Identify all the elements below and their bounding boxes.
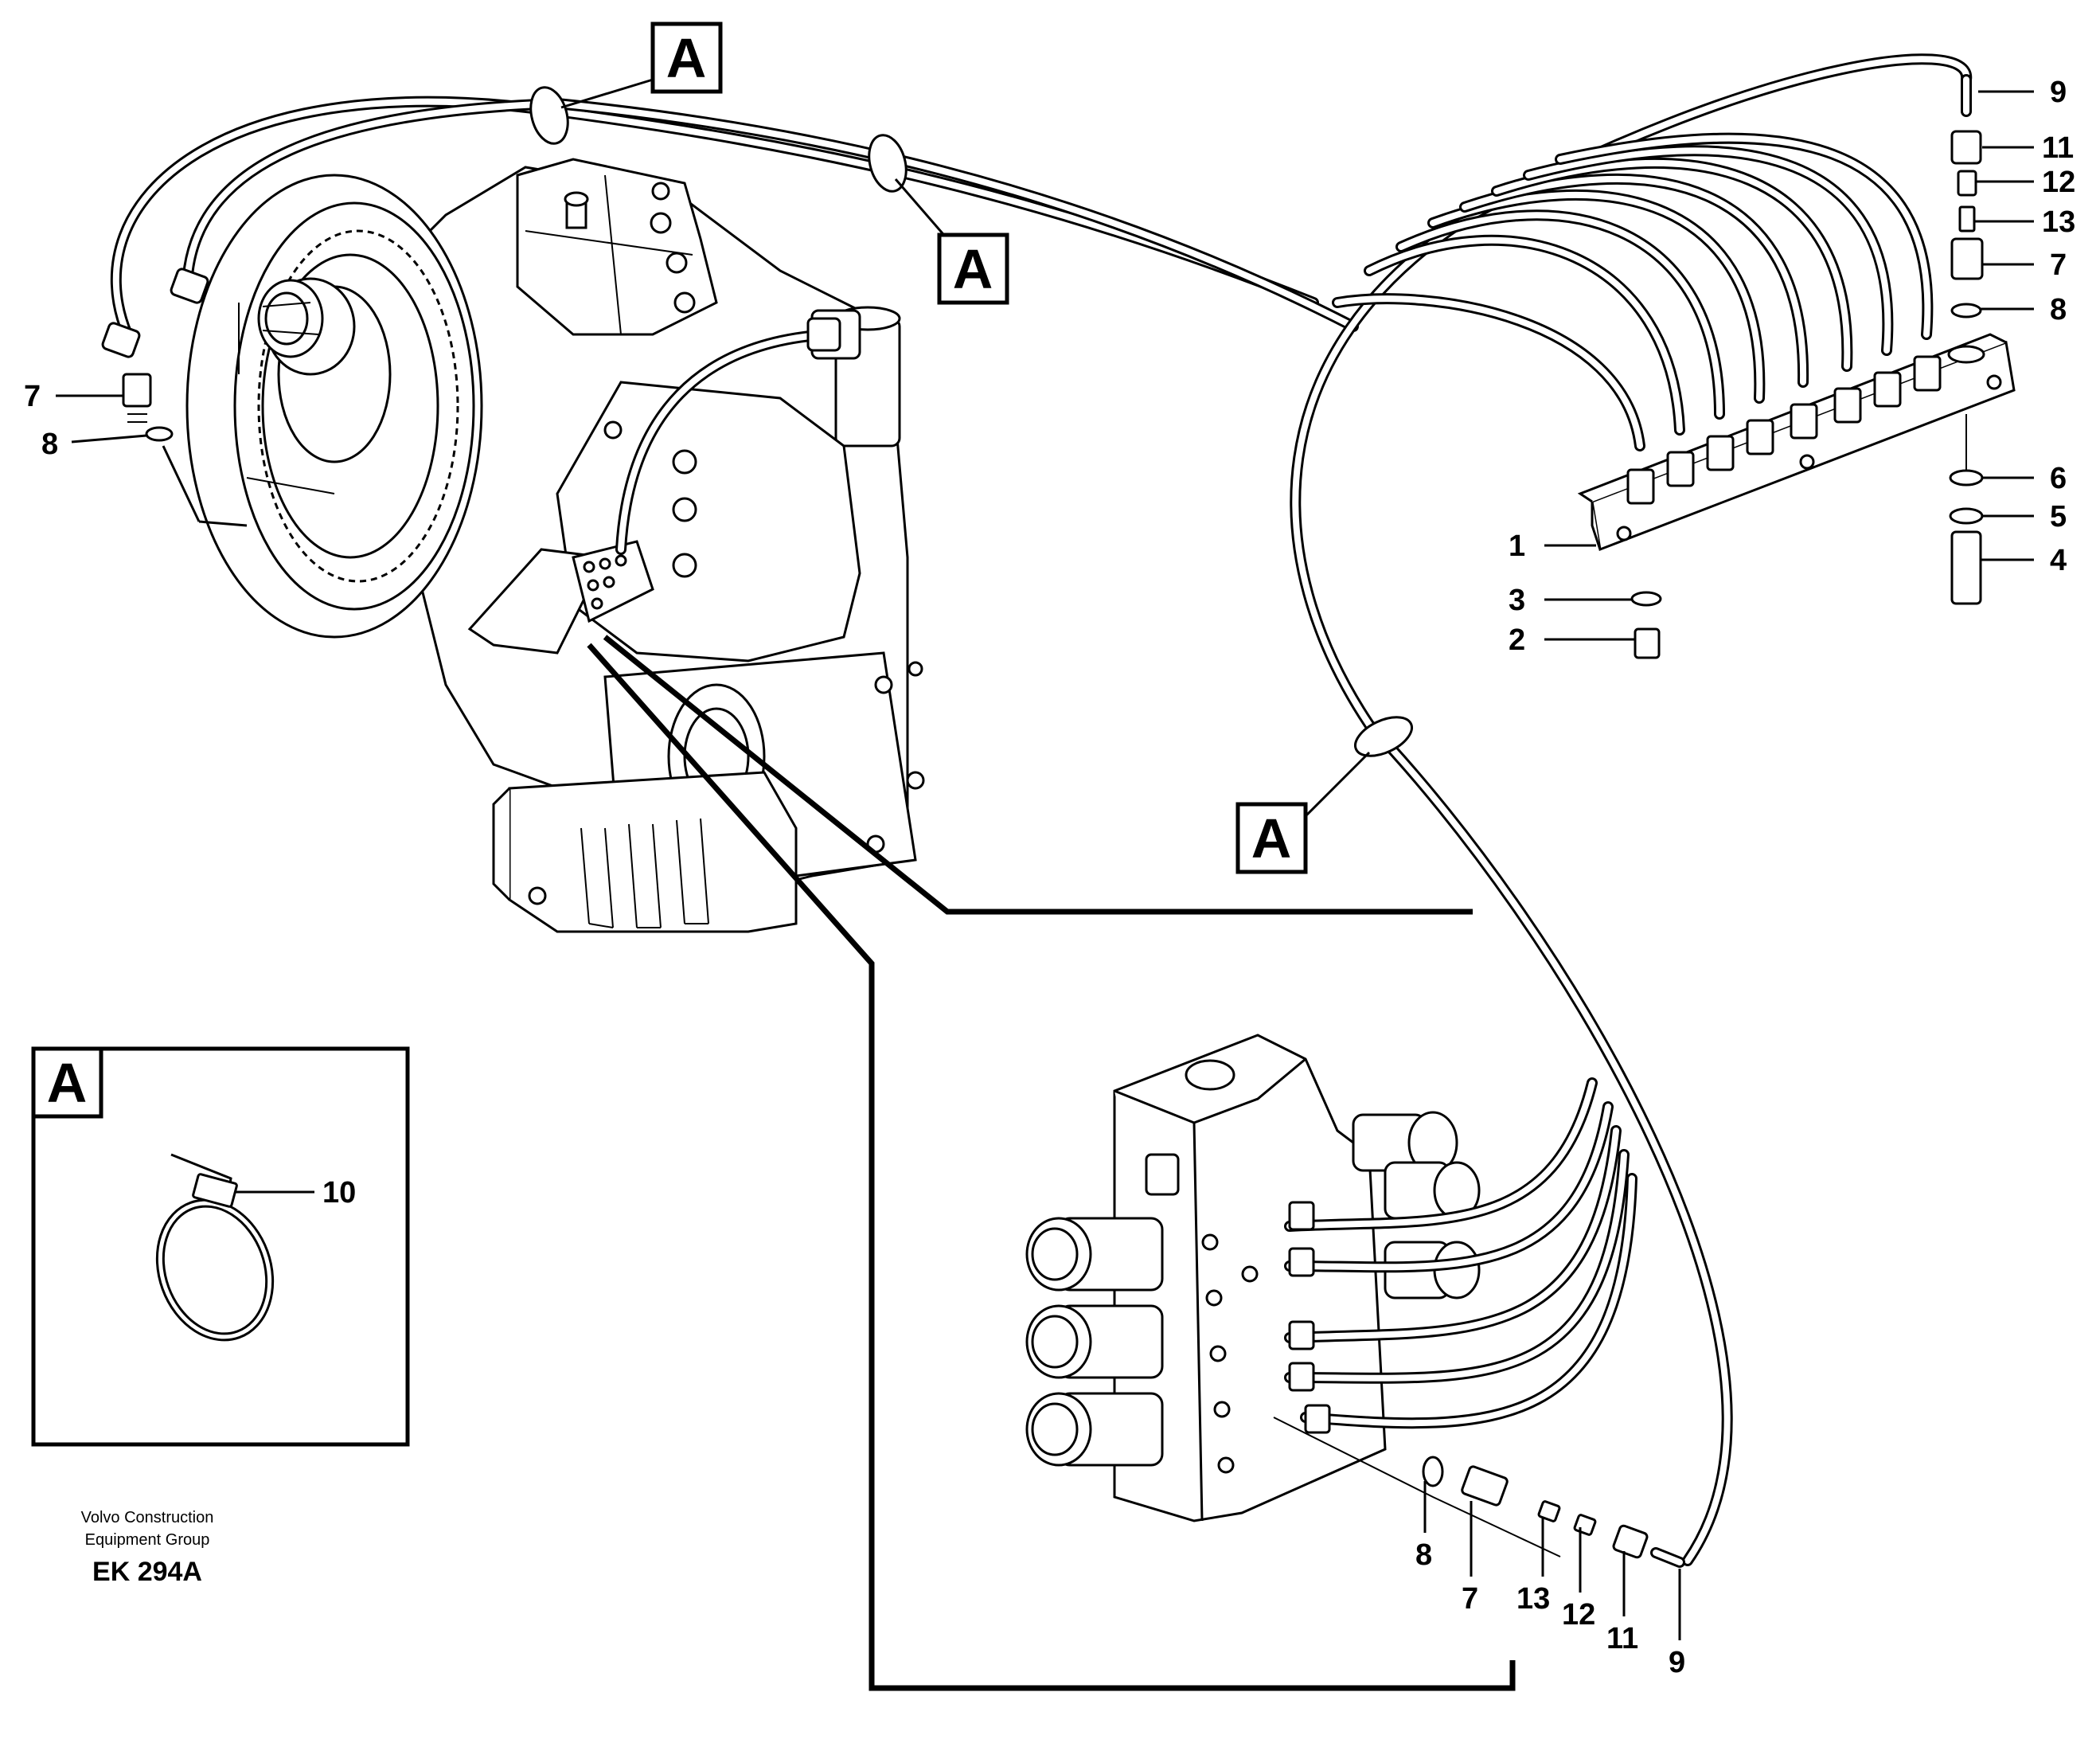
label-9-top: 9: [2050, 76, 2067, 109]
distribution-manifold: [1332, 74, 2016, 659]
control-valve-detail: [1025, 1034, 1685, 1568]
label-8-top: 8: [2050, 293, 2067, 326]
label-4: 4: [2050, 544, 2067, 577]
label-7-top: 7: [2050, 248, 2067, 282]
label-1: 1: [1509, 530, 1525, 563]
transmission-housing: [185, 158, 925, 933]
callout-leaders: [560, 78, 1371, 822]
label-3: 3: [1509, 584, 1525, 617]
callout-label: A: [666, 27, 707, 89]
label-7-left: 7: [24, 380, 41, 413]
drawing-code: EK 294A: [92, 1557, 202, 1587]
detail-outline: [587, 635, 1516, 1691]
label-6: 6: [2050, 462, 2067, 495]
callout-box-1: A: [650, 21, 723, 94]
callout-box-2: A: [937, 233, 1009, 305]
label-12-top: 12: [2042, 166, 2075, 199]
label-12-bottom: 12: [1562, 1598, 1595, 1632]
clamp-detail-box: A: [31, 1046, 410, 1447]
label-5: 5: [2050, 500, 2067, 533]
label-10: 10: [322, 1176, 356, 1210]
part-labels: 9 11 12 13 7 8 6 5 4 1 3 2 7 8 8 7 13 12…: [24, 76, 2075, 1679]
label-7-bottom: 7: [1462, 1582, 1478, 1616]
label-leaders: [56, 90, 2034, 1640]
label-8-left: 8: [41, 428, 58, 461]
hose-clamps: [529, 86, 1413, 757]
pipe-routes: [101, 53, 1973, 1566]
label-13-bottom: 13: [1516, 1582, 1550, 1616]
label-13-top: 13: [2042, 205, 2075, 239]
credit-line-1: Volvo Construction: [81, 1509, 214, 1526]
label-11-bottom: 11: [1606, 1622, 1638, 1655]
credit-line-2: Equipment Group: [85, 1531, 210, 1549]
label-9-bottom: 9: [1669, 1646, 1685, 1679]
credit-block: Volvo Construction Equipment Group EK 29…: [81, 1509, 214, 1587]
callout-label: A: [47, 1052, 88, 1114]
label-11-top: 11: [2042, 131, 2074, 165]
label-8-bottom: 8: [1415, 1538, 1432, 1572]
control-valve-on-housing: [467, 540, 654, 655]
callout-label: A: [1251, 807, 1292, 870]
callout-box-3: A: [1235, 802, 1308, 874]
label-2: 2: [1509, 623, 1525, 657]
callout-label: A: [953, 238, 993, 300]
